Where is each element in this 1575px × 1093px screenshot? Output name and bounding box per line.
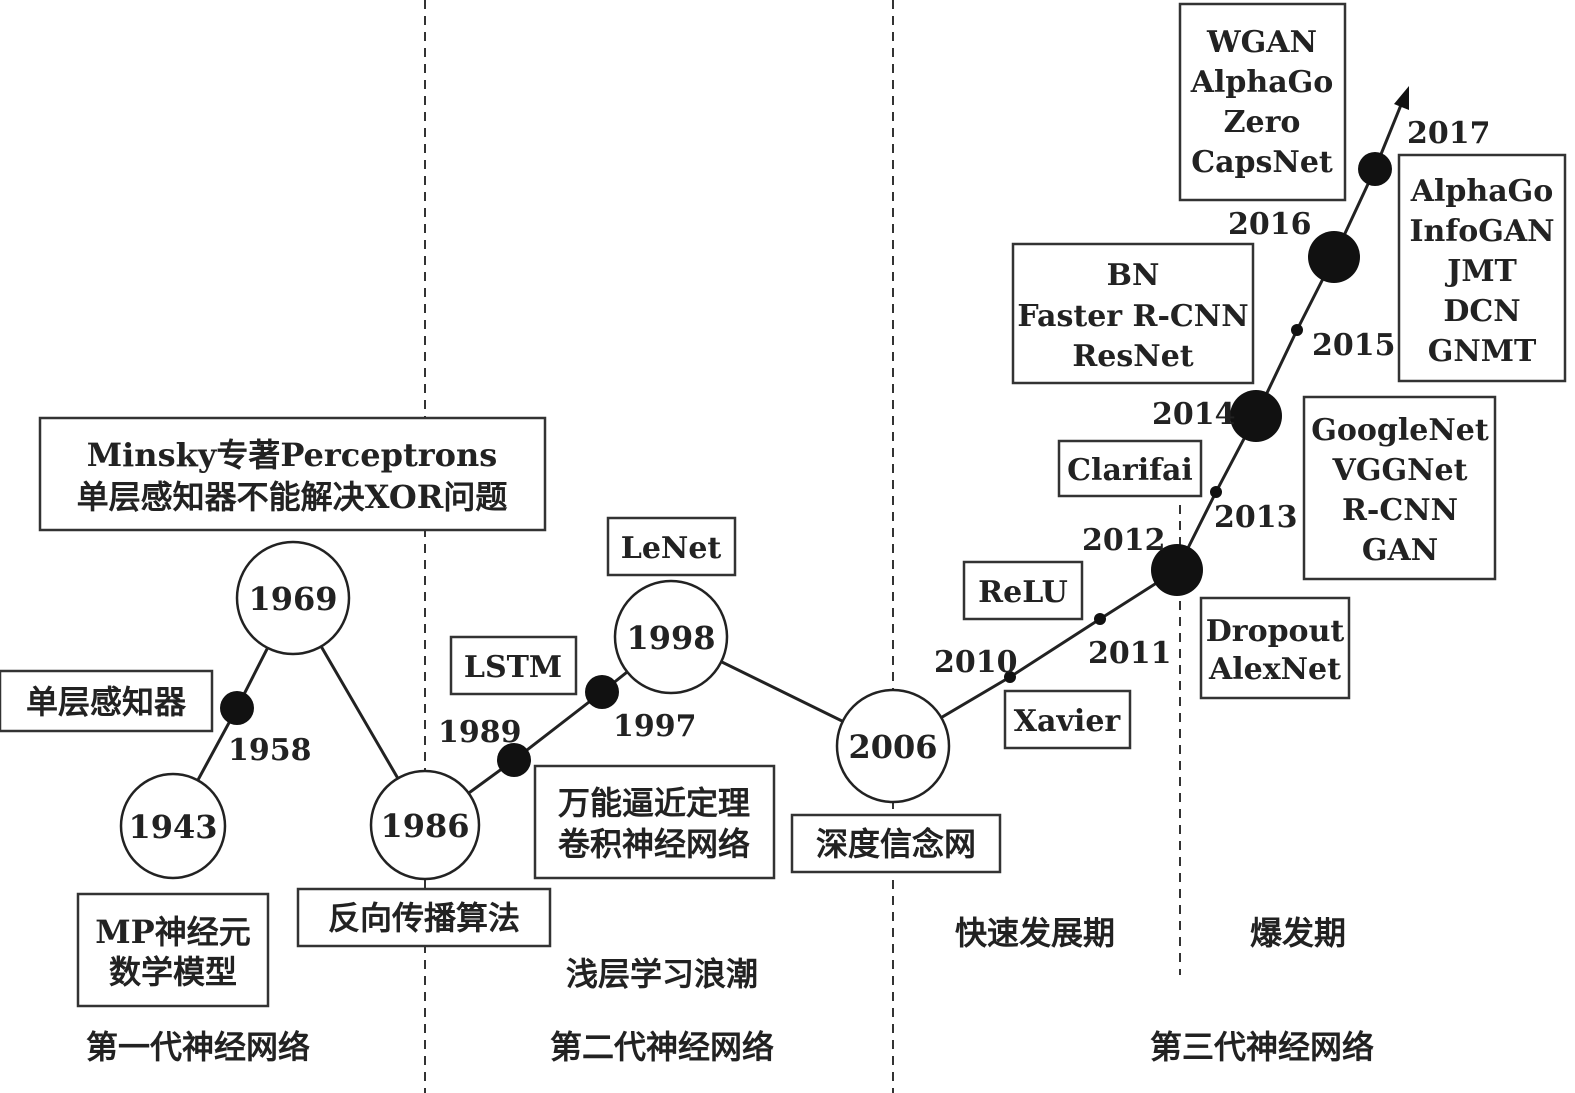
year-ring-2006 — [835, 688, 951, 804]
milestone-dot-1997 — [585, 675, 619, 709]
box-wgan-line3: Zero — [1224, 105, 1301, 140]
box-dropout-line2: AlexNet — [1208, 652, 1341, 687]
box-lenet: LeNet — [606, 516, 737, 577]
year-label-2012: 2012 — [1082, 523, 1166, 558]
box-lenet-line1: LeNet — [621, 531, 722, 566]
year-label-1943: 1943 — [128, 808, 217, 846]
box-perceptron-line1: 单层感知器 — [26, 683, 187, 721]
box-dropout: Dropout AlexNet — [1199, 596, 1351, 700]
milestone-dot-1989 — [497, 743, 531, 777]
year-label-1986: 1986 — [380, 807, 469, 845]
year-label-2016: 2016 — [1228, 207, 1312, 242]
year-label-1969: 1969 — [248, 580, 337, 618]
box-wgan-line1: WGAN — [1206, 25, 1317, 60]
generation-first-label: 第一代神经网络 — [86, 1028, 310, 1066]
box-single-perceptron: 单层感知器 — [0, 669, 214, 733]
timeline-path — [171, 168, 1377, 828]
box-lstm: LSTM — [449, 635, 578, 696]
year-label-2011: 2011 — [1088, 636, 1172, 671]
box-alphago: AlphaGo InfoGAN JMT DCN GNMT — [1397, 153, 1567, 383]
box-mp-line2: 数学模型 — [109, 953, 237, 991]
year-label-2013: 2013 — [1214, 500, 1298, 535]
timeline-arrowhead — [1394, 86, 1409, 110]
box-wgan-line4: CapsNet — [1191, 145, 1333, 180]
milestone-dot-2013 — [1210, 486, 1222, 498]
box-alphago-line1: AlphaGo — [1410, 174, 1554, 209]
milestone-dot-2015 — [1291, 324, 1303, 336]
box-bn-line3: ResNet — [1072, 339, 1193, 374]
box-clarifai: Clarifai — [1057, 439, 1203, 498]
box-mp-neuron: MP神经元 数学模型 — [76, 892, 270, 1008]
year-label-2010: 2010 — [934, 645, 1018, 680]
box-cnn: 万能逼近定理 卷积神经网络 — [533, 764, 776, 880]
box-alphago-line2: InfoGAN — [1409, 214, 1554, 249]
year-label-2006: 2006 — [848, 728, 937, 766]
year-label-1958: 1958 — [228, 733, 312, 768]
year-label-1997: 1997 — [613, 709, 697, 744]
year-label-1989: 1989 — [438, 715, 522, 750]
box-googlenet-line3: R-CNN — [1342, 493, 1458, 528]
phase-shallow-learning: 浅层学习浪潮 — [566, 955, 758, 993]
box-backprop: 反向传播算法 — [296, 887, 552, 948]
box-googlenet-line1: GoogleNet — [1311, 413, 1489, 448]
year-ring-1986 — [369, 769, 481, 881]
box-minsky: Minsky专著Perceptrons 单层感知器不能解决XOR问题 — [38, 416, 547, 532]
box-relu-line1: ReLU — [978, 575, 1068, 610]
box-mp-line1: MP神经元 — [95, 913, 251, 951]
box-alphago-line3: JMT — [1444, 254, 1517, 289]
year-label-2014: 2014 — [1152, 397, 1236, 432]
milestone-dot-2012 — [1151, 544, 1203, 596]
year-label-1998: 1998 — [626, 619, 715, 657]
milestone-dot-2010 — [1004, 671, 1016, 683]
year-label-2017: 2017 — [1407, 116, 1491, 151]
box-lstm-line1: LSTM — [464, 650, 562, 685]
box-wgan-line2: AlphaGo — [1190, 65, 1334, 100]
box-xavier-line1: Xavier — [1014, 704, 1122, 739]
box-bn-line2: Faster R-CNN — [1017, 299, 1248, 334]
box-googlenet-line2: VGGNet — [1332, 453, 1468, 488]
box-bn-line1: BN — [1107, 258, 1160, 293]
generation-third-label: 第三代神经网络 — [1150, 1028, 1374, 1066]
phase-explosion: 爆发期 — [1250, 914, 1346, 952]
box-cnn-line1: 万能逼近定理 — [558, 784, 750, 822]
milestone-dot-2011 — [1094, 613, 1106, 625]
box-googlenet-line4: GAN — [1362, 533, 1438, 568]
box-minsky-line2: 单层感知器不能解决XOR问题 — [77, 478, 508, 516]
box-alphago-line4: DCN — [1443, 294, 1520, 329]
box-relu: ReLU — [962, 560, 1084, 621]
year-ring-1969 — [235, 540, 351, 656]
box-dbn-line1: 深度信念网 — [816, 825, 976, 863]
box-cnn-line2: 卷积神经网络 — [558, 825, 750, 863]
box-bn: BN Faster R-CNN ResNet — [1011, 242, 1255, 385]
box-xavier: Xavier — [1003, 689, 1132, 750]
box-wgan: WGAN AlphaGo Zero CapsNet — [1178, 2, 1347, 202]
box-dropout-line1: Dropout — [1206, 614, 1345, 649]
box-dbn: 深度信念网 — [790, 813, 1002, 874]
milestone-dot-2014 — [1230, 390, 1282, 442]
box-googlenet: GoogleNet VGGNet R-CNN GAN — [1302, 395, 1497, 581]
phase-rapid-development: 快速发展期 — [955, 914, 1115, 952]
year-label-2015: 2015 — [1312, 328, 1396, 363]
milestone-dot-2016 — [1308, 231, 1360, 283]
box-alphago-line5: GNMT — [1428, 334, 1537, 369]
year-ring-1943 — [119, 772, 227, 880]
year-ring-1998 — [613, 579, 729, 695]
generation-second-label: 第二代神经网络 — [550, 1028, 774, 1066]
milestone-dot-2017 — [1358, 152, 1392, 186]
box-backprop-line1: 反向传播算法 — [328, 899, 520, 937]
box-minsky-line1: Minsky专著Perceptrons — [87, 436, 498, 474]
milestone-dot-1958 — [220, 691, 254, 725]
box-clarifai-line1: Clarifai — [1067, 453, 1193, 488]
